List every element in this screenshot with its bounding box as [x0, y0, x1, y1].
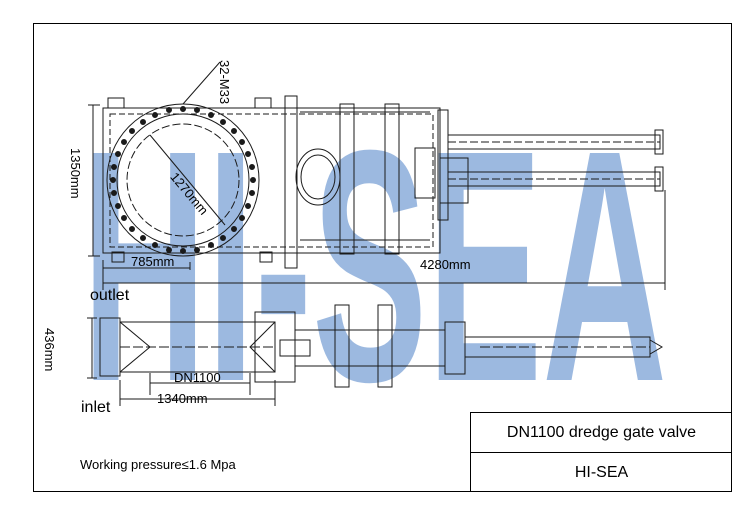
- flange-width-label: 785mm: [131, 254, 175, 269]
- company-name: HI-SEA: [471, 452, 732, 493]
- bore-label: DN1100: [174, 370, 221, 385]
- inspection-cover: [295, 148, 341, 206]
- bolt-spec-label: 32-M33: [217, 60, 232, 105]
- body-length-label: 1340mm: [157, 391, 208, 406]
- drawing-frame: [33, 23, 732, 492]
- bolt-holes: [110, 106, 256, 254]
- side-view: [87, 304, 663, 406]
- side-height-label: 436mm: [42, 328, 57, 372]
- top-view: [88, 61, 666, 290]
- total-length-label: 4280mm: [420, 257, 471, 272]
- outlet-label: outlet: [90, 287, 130, 304]
- title-block: DN1100 dredge gate valve HI-SEA: [470, 412, 732, 492]
- top-height-label: 1350mm: [68, 148, 83, 199]
- product-name: DN1100 dredge gate valve: [506, 423, 697, 441]
- working-pressure-note: Working pressure≤1.6 Mpa: [80, 457, 236, 472]
- inlet-label: inlet: [81, 399, 111, 416]
